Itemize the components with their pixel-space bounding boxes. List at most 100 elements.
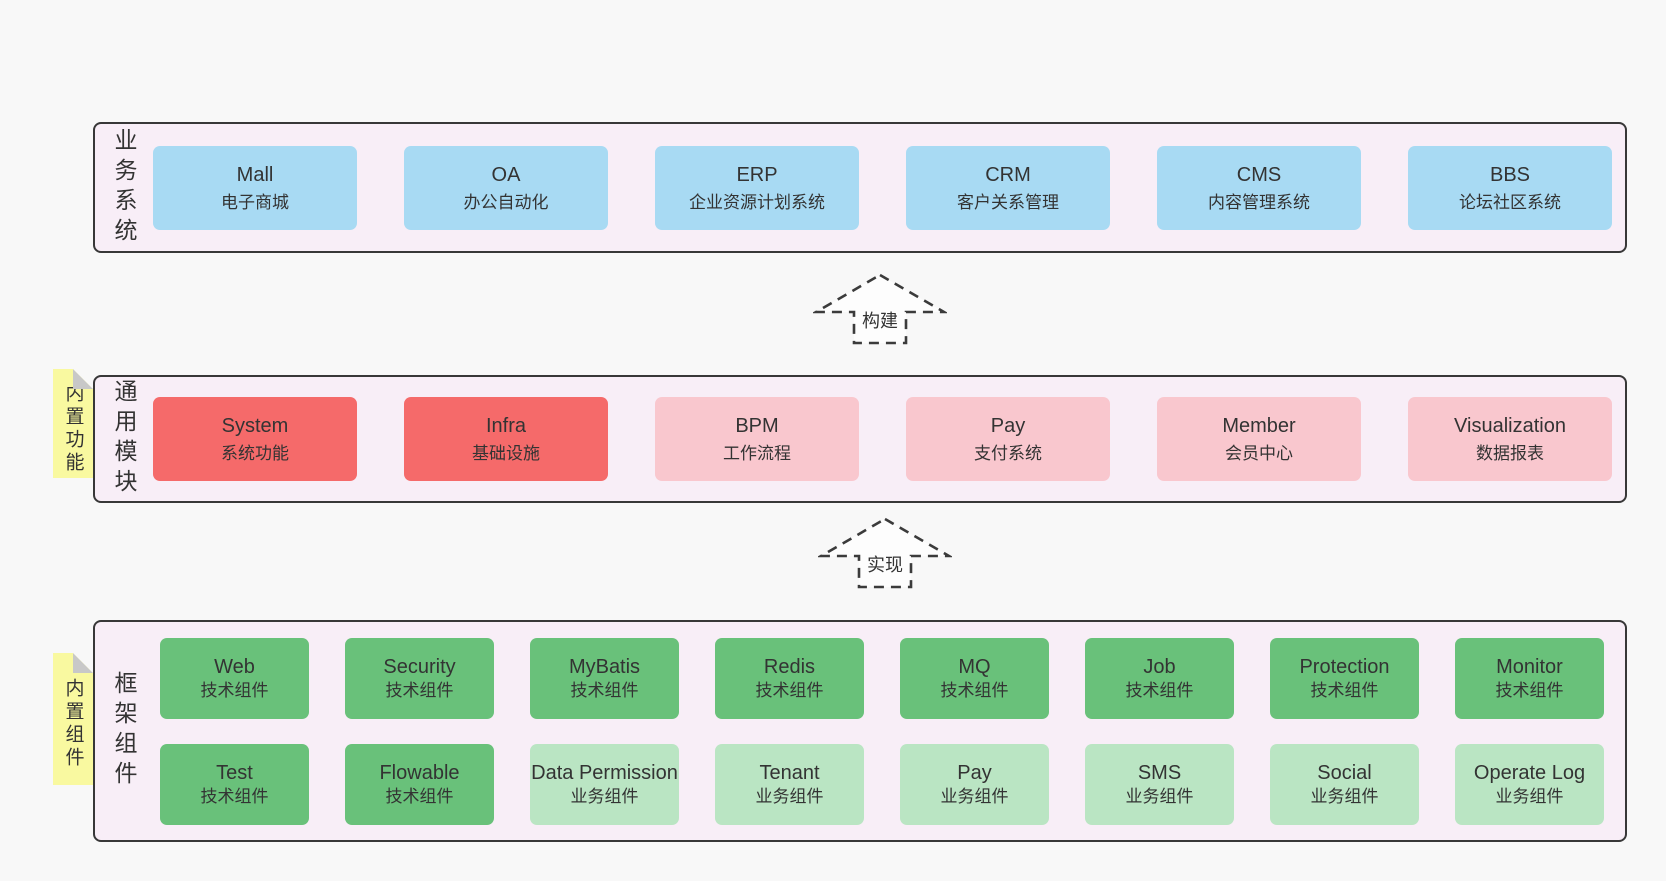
box-bpm: BPM 工作流程	[655, 397, 859, 481]
box-redis: Redis 技术组件	[715, 637, 864, 719]
box-title: Tenant	[759, 761, 820, 784]
box-title: Visualization	[1454, 415, 1566, 438]
common-modules-layer-label: 通用模块	[111, 379, 137, 499]
box-title: Mall	[236, 163, 274, 186]
box-title: System	[221, 415, 289, 438]
box-flowable: Flowable 技术组件	[345, 743, 494, 825]
business-systems-layer-label: 业务系统	[111, 127, 137, 248]
box-title: CRM	[985, 163, 1031, 186]
sticky-note-text: 内置组件	[62, 678, 84, 770]
box-title: Operate Log	[1473, 761, 1586, 784]
box-title: Security	[383, 655, 456, 678]
box-title: Redis	[763, 655, 816, 678]
build-arrow-label: 构建	[859, 310, 901, 332]
box-subtitle: 数据报表	[1476, 444, 1544, 464]
box-mq: MQ 技术组件	[900, 637, 1049, 719]
box-subtitle: 业务组件	[755, 786, 824, 806]
box-web: Web 技术组件	[160, 637, 309, 719]
box-title: Web	[214, 655, 255, 678]
box-subtitle: 业务组件	[570, 786, 639, 806]
framework-components-row-2: Test 技术组件 Flowable 技术组件 Data Permission …	[153, 743, 1611, 825]
box-erp: ERP 企业资源计划系统	[655, 145, 859, 230]
sticky-note-built-in-components: 内置组件	[53, 653, 93, 785]
box-subtitle: 会员中心	[1225, 444, 1293, 464]
box-subtitle: 基础设施	[472, 444, 540, 464]
build-arrow: 构建	[813, 272, 947, 346]
framework-components-layer-label: 框架组件	[111, 671, 137, 791]
box-cms: CMS 内容管理系统	[1157, 145, 1361, 230]
box-subtitle: 业务组件	[1495, 786, 1564, 806]
common-modules-layer: 通用模块 System 系统功能 Infra 基础设施 BPM 工作流程 Pay…	[93, 375, 1627, 503]
box-subtitle: 技术组件	[385, 786, 454, 806]
box-bbs: BBS 论坛社区系统	[1408, 145, 1612, 230]
up-arrow-icon	[813, 273, 947, 345]
box-title: CMS	[1236, 163, 1282, 186]
framework-components-layer: 框架组件 Web 技术组件 Security 技术组件 MyBatis 技术组件…	[93, 620, 1627, 842]
box-job: Job 技术组件	[1085, 637, 1234, 719]
box-infra: Infra 基础设施	[404, 397, 608, 481]
sticky-fold-icon	[73, 653, 93, 673]
box-subtitle: 技术组件	[940, 680, 1009, 700]
box-subtitle: 技术组件	[385, 680, 454, 700]
box-subtitle: 论坛社区系统	[1459, 192, 1561, 212]
business-systems-layer: 业务系统 Mall 电子商城 OA 办公自动化 ERP 企业资源计划系统 CRM…	[93, 122, 1627, 253]
box-title: Flowable	[379, 761, 460, 784]
box-subtitle: 技术组件	[200, 680, 269, 700]
box-member: Member 会员中心	[1157, 397, 1361, 481]
box-sms: SMS 业务组件	[1085, 743, 1234, 825]
box-monitor: Monitor 技术组件	[1455, 637, 1604, 719]
box-title: OA	[491, 163, 521, 186]
box-operate-log: Operate Log 业务组件	[1455, 743, 1604, 825]
implement-arrow-label: 实现	[864, 554, 906, 576]
box-subtitle: 企业资源计划系统	[689, 192, 825, 212]
box-subtitle: 技术组件	[1495, 680, 1564, 700]
box-system: System 系统功能	[153, 397, 357, 481]
box-title: Pay	[957, 761, 992, 784]
framework-components-row-1: Web 技术组件 Security 技术组件 MyBatis 技术组件 Redi…	[153, 637, 1611, 719]
box-subtitle: 支付系统	[974, 444, 1042, 464]
box-subtitle: 办公自动化	[463, 192, 549, 212]
box-security: Security 技术组件	[345, 637, 494, 719]
box-subtitle: 系统功能	[221, 444, 289, 464]
box-subtitle: 技术组件	[200, 786, 269, 806]
box-title: Infra	[485, 415, 527, 438]
sticky-note-text: 内置功能	[62, 382, 84, 475]
box-subtitle: 业务组件	[1310, 786, 1379, 806]
box-test: Test 技术组件	[160, 743, 309, 825]
box-title: Test	[216, 761, 253, 784]
box-title: BPM	[735, 415, 779, 438]
sticky-fold-icon	[73, 369, 93, 389]
box-subtitle: 技术组件	[755, 680, 824, 700]
box-social: Social 业务组件	[1270, 743, 1419, 825]
box-title: Monitor	[1496, 655, 1563, 678]
box-title: Data Permission	[531, 761, 678, 784]
sticky-note-built-in-features: 内置功能	[53, 369, 93, 478]
box-title: Member	[1222, 415, 1296, 438]
box-title: Job	[1143, 655, 1176, 678]
box-protection: Protection 技术组件	[1270, 637, 1419, 719]
box-pay: Pay 支付系统	[906, 397, 1110, 481]
box-tenant: Tenant 业务组件	[715, 743, 864, 825]
box-subtitle: 内容管理系统	[1208, 192, 1310, 212]
box-title: ERP	[736, 163, 778, 186]
box-title: BBS	[1489, 163, 1531, 186]
up-arrow-icon	[818, 517, 952, 589]
box-subtitle: 业务组件	[940, 786, 1009, 806]
box-title: Protection	[1299, 655, 1390, 678]
box-subtitle: 电子商城	[221, 192, 289, 212]
box-title: Social	[1317, 761, 1372, 784]
box-subtitle: 技术组件	[1310, 680, 1379, 700]
box-subtitle: 工作流程	[723, 444, 791, 464]
box-subtitle: 技术组件	[570, 680, 639, 700]
box-title: SMS	[1137, 761, 1182, 784]
box-oa: OA 办公自动化	[404, 145, 608, 230]
box-crm: CRM 客户关系管理	[906, 145, 1110, 230]
box-title: MyBatis	[568, 655, 641, 678]
box-pay-component: Pay 业务组件	[900, 743, 1049, 825]
business-systems-boxes: Mall 电子商城 OA 办公自动化 ERP 企业资源计划系统 CRM 客户关系…	[153, 124, 1626, 251]
framework-components-rows: Web 技术组件 Security 技术组件 MyBatis 技术组件 Redi…	[153, 622, 1625, 840]
box-mall: Mall 电子商城	[153, 145, 357, 230]
box-title: Pay	[990, 415, 1026, 438]
box-subtitle: 客户关系管理	[957, 192, 1059, 212]
